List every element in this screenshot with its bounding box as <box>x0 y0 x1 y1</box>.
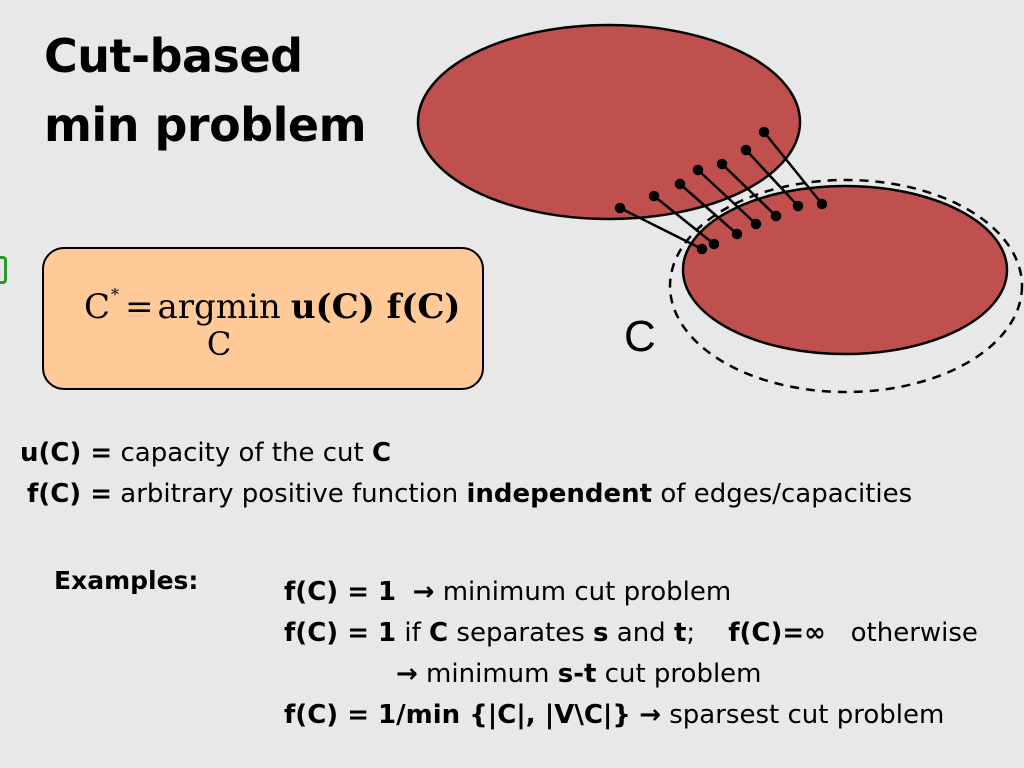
upper-node-set <box>416 23 802 221</box>
definition-u: u(C) = capacity of the cut C <box>20 438 391 468</box>
example-2-function: f(C) = 1 <box>284 618 397 648</box>
example-2-separates: separates <box>448 618 594 648</box>
example-1-text: minimum cut problem <box>434 577 732 607</box>
example-1-function: f(C) = 1 <box>284 577 397 607</box>
u-term: u(C) = <box>20 438 113 468</box>
title-line-2: min problem <box>44 98 367 152</box>
example-2-if: if <box>396 618 430 648</box>
arrow-icon: → <box>396 659 418 689</box>
definition-f: f(C) = arbitrary positive function indep… <box>27 479 912 509</box>
example-sparsest-cut: f(C) = 1/min {|C|, |V\C|} → sparsest cut… <box>284 700 944 730</box>
example-4-text: sparsest cut problem <box>660 700 945 730</box>
cut-edge <box>758 126 828 210</box>
cut-edge <box>614 202 708 255</box>
lower-node-set <box>681 184 1009 356</box>
cut-boundary-dashed <box>668 178 1024 394</box>
example-3-minimum: minimum <box>417 659 558 689</box>
example-2-and: and <box>608 618 674 648</box>
example-st-cut: f(C) = 1 if C separates s and t; f(C)=∞ … <box>284 618 978 648</box>
cut-set-label: C <box>624 312 656 361</box>
f-text-2: of edges/capacities <box>652 479 913 509</box>
slide-title: Cut-based min problem <box>44 22 367 160</box>
formula-star: * <box>111 284 120 304</box>
u-object: C <box>372 438 392 468</box>
arrow-icon: → <box>639 700 661 730</box>
cut-edge <box>674 178 743 240</box>
formula-lhs: C <box>84 287 111 327</box>
cut-edge <box>740 144 804 212</box>
example-3-text: cut problem <box>596 659 762 689</box>
example-2-c: C <box>429 618 449 648</box>
title-line-1: Cut-based <box>44 29 303 83</box>
cut-edge <box>716 158 782 222</box>
example-2-t: t <box>673 618 687 648</box>
cut-edge <box>648 190 720 250</box>
f-term: f(C) = <box>27 479 112 509</box>
formula-rhs: u(C) f(C) <box>290 287 461 327</box>
example-st-cut-result: → minimum s-t cut problem <box>396 659 762 689</box>
arrow-icon: → <box>412 577 435 607</box>
example-2-semicolon: ; <box>686 618 696 648</box>
u-text: capacity of the cut <box>112 438 372 468</box>
formula-subscript: C <box>206 325 232 363</box>
example-2-s: s <box>593 618 609 648</box>
cut-edges <box>614 126 828 255</box>
example-2-infinity-function: f(C)=∞ <box>728 618 826 648</box>
example-3-st: s-t <box>557 659 597 689</box>
formula-equals: = <box>125 287 154 327</box>
side-marker <box>0 256 7 284</box>
example-2-otherwise: otherwise <box>850 618 978 648</box>
f-text-1: arbitrary positive function <box>112 479 467 509</box>
examples-label: Examples: <box>54 566 199 595</box>
example-min-cut: f(C) = 1 → minimum cut problem <box>284 577 731 607</box>
formula-operator: argmin <box>157 287 281 327</box>
f-emphasis: independent <box>466 479 653 509</box>
example-4-function: f(C) = 1/min {|C|, |V\C|} <box>284 700 631 730</box>
cut-edge <box>692 164 762 230</box>
